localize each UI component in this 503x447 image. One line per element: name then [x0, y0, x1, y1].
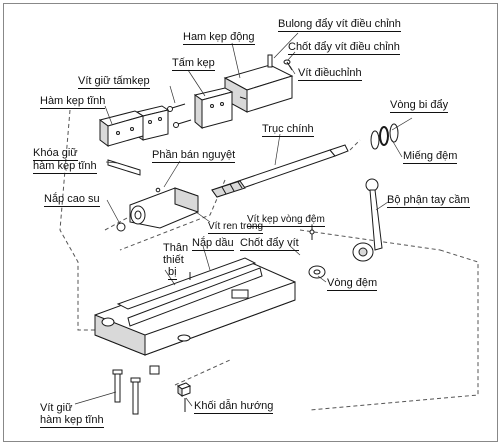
label-movable-jaw: Ham kẹp động	[183, 31, 255, 45]
vise-body-part	[94, 257, 296, 356]
spindle-part	[211, 144, 349, 198]
label-clamp-plate: Tấm kẹp	[172, 57, 215, 71]
label-body-2: thiết	[163, 254, 184, 266]
label-plate-screw: Vít giữ tấmkẹp	[78, 75, 150, 89]
label-guide-block: Khối dẫn hướng	[194, 400, 274, 414]
label-body-3: bị	[168, 266, 177, 280]
guide-block-part	[176, 382, 192, 412]
label-jaw-key-1: Khóa giữ	[33, 147, 78, 161]
label-internal-screw: Vít ren trong	[208, 221, 264, 234]
clamp-plate-part	[193, 87, 234, 130]
jaw-key-part	[107, 159, 141, 176]
label-adjust-pin: Chốt đẩy vít điều chỉnh	[288, 41, 400, 55]
label-push-pin: Chốt đẩy vít	[240, 237, 299, 251]
label-shim: Miếng đệm	[403, 150, 458, 164]
label-spindle: Trục chính	[262, 123, 314, 137]
base-bolts-part	[112, 365, 160, 415]
leader-lines	[74, 32, 413, 407]
label-oil-cap: Nắp dầu	[192, 237, 234, 251]
fixed-jaw-part	[98, 110, 145, 147]
plate-screws-part	[167, 103, 192, 128]
label-body-1: Thân	[163, 242, 189, 254]
washer-part	[308, 225, 326, 279]
label-base-screw-2: hàm kẹp tĩnh	[40, 414, 104, 428]
thrust-bearing-part	[370, 123, 399, 150]
label-adjust-bolt: Bulong đẩy vít điều chỉnh	[278, 18, 401, 32]
label-thrust-bearing: Vòng bi đẩy	[390, 99, 449, 113]
label-washer-screw: Vít kẹp vòng đệm	[247, 214, 325, 227]
label-adjust-screw: Vít điềuchỉnh	[298, 67, 362, 81]
movable-jaw-part	[223, 64, 294, 113]
label-handle: Bộ phận tay cầm	[387, 194, 470, 208]
diagram-frame	[3, 3, 498, 442]
half-nut-part	[129, 187, 199, 229]
label-half-nut: Phần bán nguyệt	[152, 149, 236, 163]
label-base-screw-1: Vít giữ	[40, 402, 73, 414]
adjust-bolt-part	[267, 54, 293, 71]
handle-part	[352, 178, 383, 262]
label-rubber-cap: Nắp cao su	[44, 193, 100, 207]
label-washer: Vòng đệm	[327, 277, 378, 291]
label-fixed-jaw: Hàm kẹp tĩnh	[40, 95, 106, 109]
rubber-cap-part	[116, 222, 126, 232]
label-jaw-key-2: hàm kẹp tĩnh	[33, 160, 97, 174]
